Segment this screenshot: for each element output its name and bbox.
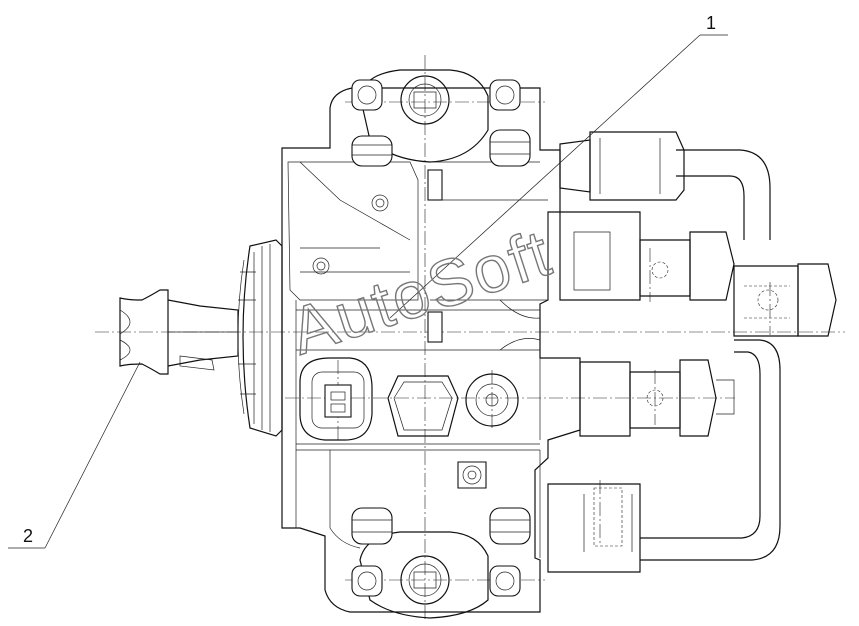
bolt-lower-right (489, 507, 531, 545)
bolt-lower-left (351, 507, 393, 545)
bolt-bottom-right (489, 565, 521, 597)
watermark-text: AutoSoft (281, 215, 560, 369)
top-bracket (359, 69, 489, 163)
pressure-control-valve (559, 211, 837, 337)
leader-lines (8, 34, 728, 549)
bolt-top-left (351, 79, 383, 111)
drive-shaft (119, 289, 239, 375)
round-plug (465, 373, 519, 427)
upper-fuel-pipe (559, 131, 771, 240)
front-flange (237, 239, 283, 437)
center-lines (95, 55, 845, 620)
bolt-top-right (489, 79, 521, 111)
hex-plug (387, 375, 459, 437)
bolt-upper-left (351, 135, 393, 167)
lower-fuel-pipe (547, 339, 781, 573)
callout-label-2: 2 (23, 526, 33, 546)
bolt-upper-right (489, 129, 531, 167)
bracket-plug (457, 461, 487, 489)
fuel-inlet (579, 359, 735, 437)
sensor-connector (299, 357, 373, 441)
housing-studs (427, 169, 443, 343)
callout-label-1: 1 (706, 13, 716, 33)
bolt-bottom-left (351, 565, 383, 597)
